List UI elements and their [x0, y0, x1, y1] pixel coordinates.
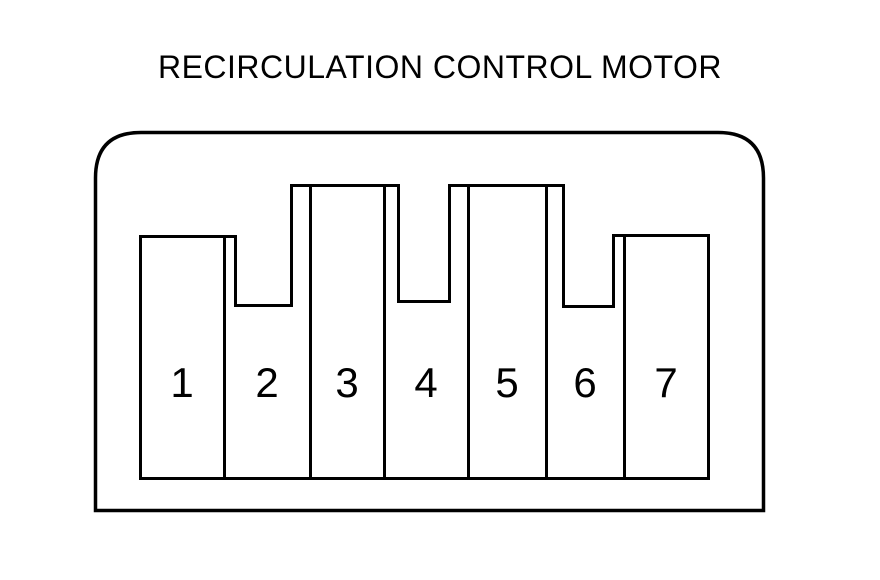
pin-label-3: 3: [335, 359, 359, 406]
pin-label-4: 4: [414, 359, 438, 406]
pin-label-5: 5: [495, 359, 519, 406]
pin-label-7: 7: [654, 359, 678, 406]
diagram-title: RECIRCULATION CONTROL MOTOR: [157, 49, 723, 85]
pin-label-6: 6: [573, 359, 597, 406]
pin-label-1: 1: [170, 359, 194, 406]
pin-label-2: 2: [255, 359, 279, 406]
pin-divider-lines: [223, 185, 626, 479]
pin-block-profile: [139, 184, 710, 480]
